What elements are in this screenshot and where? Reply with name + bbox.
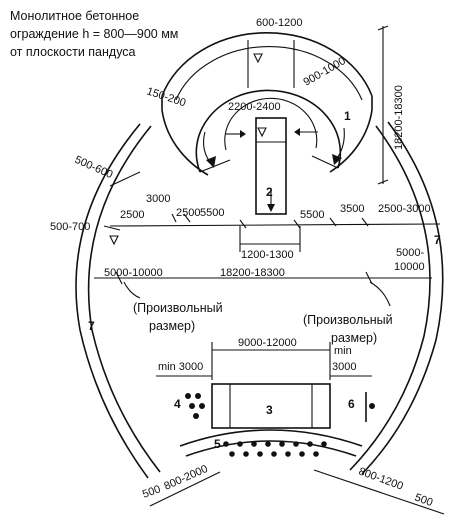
outer-barrier-arc xyxy=(161,32,373,97)
dim-5500-b: 5500 xyxy=(300,209,324,221)
arrow-head-inner-left xyxy=(240,130,246,138)
booth-3 xyxy=(211,383,331,429)
tick xyxy=(183,213,191,223)
tick xyxy=(329,217,337,227)
right-guard-arc-inner xyxy=(349,125,431,471)
leader-arbitrary-left xyxy=(123,281,141,299)
marker-7-right: 7 xyxy=(434,233,441,247)
marker-2: 2 xyxy=(266,185,273,199)
ramp-barrier xyxy=(161,32,373,176)
dim-800-1200: 800-1200 xyxy=(357,466,405,493)
arbitrary-size-left-2: размер) xyxy=(149,319,195,333)
right-guard-arc-outer xyxy=(361,121,444,475)
tick xyxy=(171,213,177,223)
post-6 xyxy=(365,392,375,422)
tick xyxy=(239,219,247,229)
marker-3: 3 xyxy=(266,403,273,417)
tick xyxy=(377,25,389,31)
dim-500-600-line xyxy=(109,171,141,187)
dim-500-700-line xyxy=(103,225,121,231)
stone-cluster-4 xyxy=(185,393,205,419)
dim-5000-right-1: 5000- xyxy=(396,247,424,259)
dim-min-right: min xyxy=(334,345,352,357)
dim-3000-left: 3000 xyxy=(146,193,170,205)
marker-1: 1 xyxy=(344,109,351,123)
dim-1200-1300: 1200-1300 xyxy=(241,249,294,261)
arrow-head-right xyxy=(332,154,342,165)
arrow-head-left xyxy=(206,156,216,168)
horizontal-dim-row-1 xyxy=(109,223,441,227)
dim-500-700: 500-700 xyxy=(50,221,90,233)
dim-bottom-left xyxy=(149,471,221,507)
dim-5000-10000-left: 5000-10000 xyxy=(104,267,163,279)
marker-5: 5 xyxy=(214,437,221,451)
flow-arrows xyxy=(203,127,345,212)
ramp-outer-left xyxy=(161,96,209,176)
left-guard-arc-outer xyxy=(75,123,149,479)
arbitrary-size-right-1: (Произвольный xyxy=(303,313,393,327)
ramp-end-line-right xyxy=(311,155,339,169)
arbitrary-size-right-2: размер) xyxy=(331,331,377,345)
note-line-1: Монолитное бетонное xyxy=(10,9,139,23)
ramp-core-arc xyxy=(224,97,318,151)
marker-4: 4 xyxy=(174,397,181,411)
dim-3000-right: 3000 xyxy=(332,361,356,373)
marker-6: 6 xyxy=(348,397,355,411)
dim-2500-b: 2500 xyxy=(176,207,200,219)
dim-bottom-right xyxy=(313,469,445,515)
tick xyxy=(361,217,369,227)
curb-5 xyxy=(179,429,363,457)
dim-3500: 3500 xyxy=(340,203,364,215)
dim-2500-a: 2500 xyxy=(120,209,144,221)
dim-18200-18300-horizontal: 18200-18300 xyxy=(220,267,285,279)
central-booth-2 xyxy=(255,117,287,215)
note-line-2: ограждение h = 800—900 мм xyxy=(10,27,178,41)
level-marker-center xyxy=(257,127,267,138)
dim-9000-12000: 9000-12000 xyxy=(238,337,297,349)
level-marker-left xyxy=(109,235,119,246)
barrier-inner-arc xyxy=(175,46,363,101)
ramp-inner-arc xyxy=(195,89,342,173)
note-line-3: от плоскости пандуса xyxy=(10,45,136,59)
dim-5500-a: 5500 xyxy=(200,207,224,219)
arbitrary-size-left-1: (Произвольный xyxy=(133,301,223,315)
tick xyxy=(377,179,389,185)
marker-7-left: 7 xyxy=(88,319,95,333)
leader-arbitrary-right xyxy=(369,281,391,307)
dim-600-1200: 600-1200 xyxy=(256,17,303,29)
dim-2500-3000: 2500-3000 xyxy=(378,203,431,215)
dim-500-bottom-right: 500 xyxy=(413,492,434,510)
dim-5000-right-2: 10000 xyxy=(394,261,425,273)
dim-18200-18300-vertical: 18200-18300 xyxy=(393,85,405,150)
dim-2200-2400: 2200-2400 xyxy=(228,101,281,113)
tick xyxy=(115,271,123,285)
dim-min-3000: min 3000 xyxy=(158,361,203,373)
left-guard-arc-inner xyxy=(87,125,161,473)
ramp-end-line-left xyxy=(199,159,231,173)
arrow-head-down-center xyxy=(267,204,275,212)
tick xyxy=(293,219,301,229)
dimension-lines xyxy=(94,25,445,515)
dim-500-bottom-left: 500 xyxy=(141,483,162,501)
arrow-head-inner-right xyxy=(294,128,300,136)
dim-500-600: 500-600 xyxy=(73,154,115,181)
dim-150-200: 150-200 xyxy=(145,85,187,109)
level-marker-top xyxy=(253,53,263,64)
